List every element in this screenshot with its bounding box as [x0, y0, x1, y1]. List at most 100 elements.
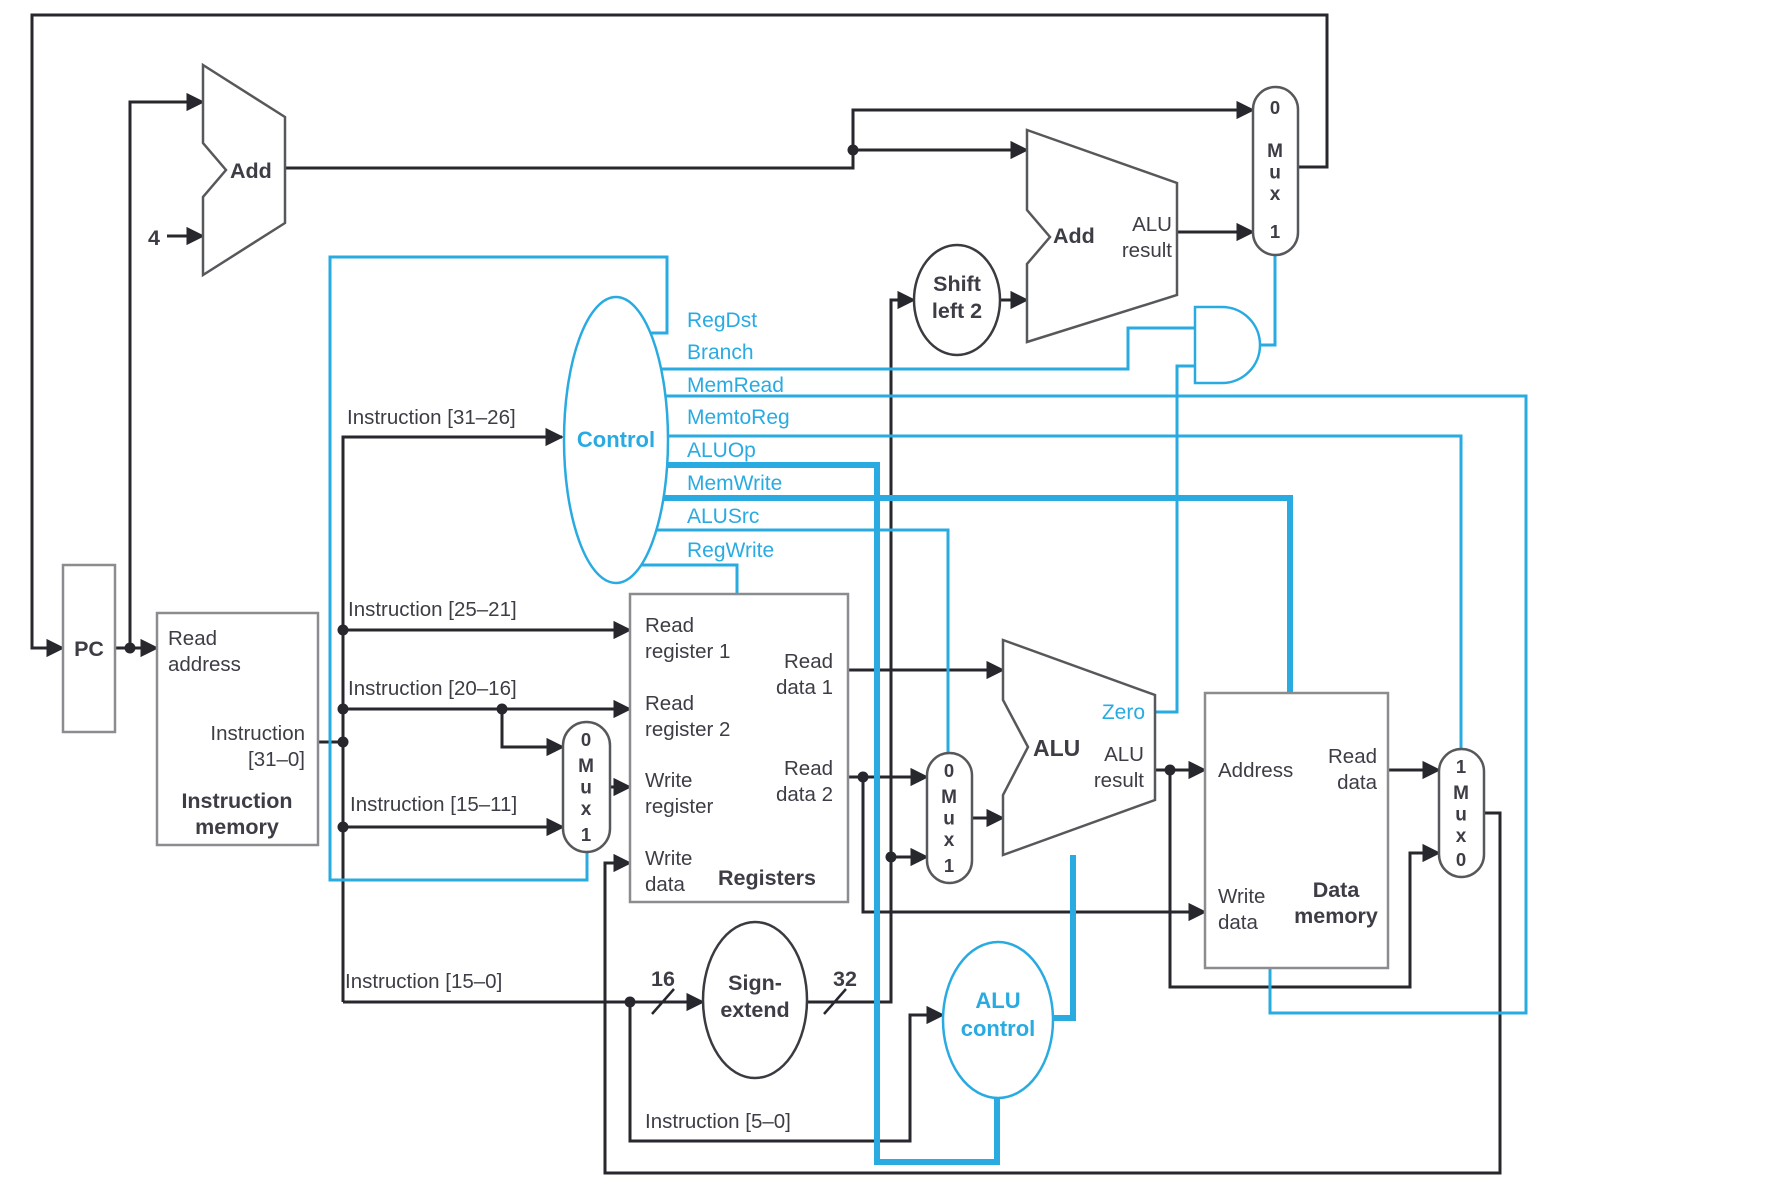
- instr-25-21-label: Instruction [25–21]: [348, 598, 517, 621]
- branch-label: Branch: [687, 341, 754, 364]
- width-16-label: 16: [651, 967, 675, 991]
- junction-bus-instruction: [337, 736, 349, 748]
- pc-box: [61, 563, 117, 734]
- wire-pcsrc-mux-to-pc: [30, 13, 1329, 658]
- instruction-field-labels: Instruction [25–21] Instruction [20–16] …: [345, 598, 791, 1133]
- wire-and-gate-to-pcsrc-mux: [1260, 255, 1277, 347]
- junction-dots: [124, 144, 1176, 1008]
- junction-bus-15-11: [337, 821, 349, 833]
- bitwidth-slash-32: [823, 988, 847, 1015]
- pcsrc-mux-1: 1: [1270, 221, 1280, 242]
- memtoreg-mux: [1437, 747, 1486, 879]
- regdst-mux-0: 0: [581, 729, 591, 750]
- memtoreg-mux-1: 1: [1456, 756, 1466, 777]
- instr-20-16-label: Instruction [20–16]: [348, 677, 517, 700]
- registers-box: [628, 592, 850, 904]
- registers-title: Registers: [718, 866, 816, 890]
- junction-pc-out: [124, 642, 136, 654]
- junction-alu-result: [1164, 764, 1176, 776]
- junction-read-data2: [857, 771, 869, 783]
- wire-pc-to-add: [128, 92, 205, 648]
- control-wires: [328, 255, 1528, 1165]
- pc-adder-shape: [201, 62, 287, 278]
- control-signal-labels: RegDst Branch MemRead MemtoReg ALUOp Mem…: [687, 309, 790, 562]
- junction-20-16-split: [496, 703, 508, 715]
- junction-sign-extend-out: [885, 851, 897, 863]
- regwrite-label: RegWrite: [687, 539, 774, 562]
- wire-read-data2-to-data-memory: [861, 777, 1207, 922]
- constant4-label: 4: [148, 226, 160, 250]
- sign-extend-labels: Sign-extend 16 32: [651, 967, 857, 1022]
- alusrc-label: ALUSrc: [687, 505, 759, 528]
- alu-label: ALU: [1033, 735, 1080, 761]
- pc-adder-label: Add: [230, 159, 272, 183]
- wire-alusrc-signal: [616, 528, 950, 753]
- sign-extend-oval: [701, 920, 809, 1080]
- pcsrc-mux-0: 0: [1270, 97, 1280, 118]
- datapath-wires: [30, 13, 1502, 1175]
- wire-sign-extend-to-shift-left2: [807, 290, 916, 1004]
- width-32-label: 32: [833, 967, 857, 991]
- pc-label: PC: [74, 637, 104, 661]
- wire-pcplus4-to-pcsrc-mux: [285, 100, 1255, 170]
- branch-adder-shape: [1025, 128, 1179, 344]
- instruction-output-label: Instruction[31–0]: [210, 722, 305, 771]
- memread-label: MemRead: [687, 374, 784, 397]
- alu-control-oval: [941, 940, 1055, 1100]
- alusrc-mux-1: 1: [944, 855, 954, 876]
- instr-15-11-label: Instruction [15–11]: [350, 793, 517, 816]
- wire-memtoreg-signal: [616, 434, 1463, 749]
- control-oval: [562, 295, 670, 585]
- wire-alu-control-to-alu: [1053, 855, 1076, 1021]
- instr-31-26-label: Instruction [31–26]: [347, 406, 516, 429]
- memwrite-label: MemWrite: [687, 472, 782, 495]
- pcsrc-mux: [1251, 85, 1300, 257]
- wire-regdst-signal: [328, 255, 669, 882]
- data-memory-box: [1203, 691, 1390, 970]
- aluop-label: ALUOp: [687, 439, 756, 462]
- address-label: Address: [1218, 759, 1293, 782]
- instruction-memory-box: [155, 611, 320, 847]
- zero-label: Zero: [1102, 701, 1145, 724]
- control-label: Control: [577, 427, 655, 452]
- wire-memread-signal: [616, 394, 1528, 1015]
- wire-alu-result-to-memtoreg-mux: [1168, 770, 1441, 989]
- regdst-mux-1: 1: [581, 824, 591, 845]
- regdst-label: RegDst: [687, 309, 757, 332]
- sign-extend-label: Sign-extend: [720, 971, 789, 1022]
- instr-15-0-label: Instruction [15–0]: [345, 970, 502, 993]
- instr-5-0-label: Instruction [5–0]: [645, 1110, 791, 1133]
- junction-pcplus4: [847, 144, 859, 156]
- wire-memwrite-signal: [616, 495, 1293, 693]
- wire-instruction-bus: [341, 427, 564, 1002]
- junction-bus-25-21: [337, 624, 349, 636]
- memtoreg-label: MemtoReg: [687, 406, 790, 429]
- wire-aluop-signal: [616, 462, 1000, 1165]
- alusrc-mux-0: 0: [944, 760, 954, 781]
- alu-shape: [1001, 638, 1157, 857]
